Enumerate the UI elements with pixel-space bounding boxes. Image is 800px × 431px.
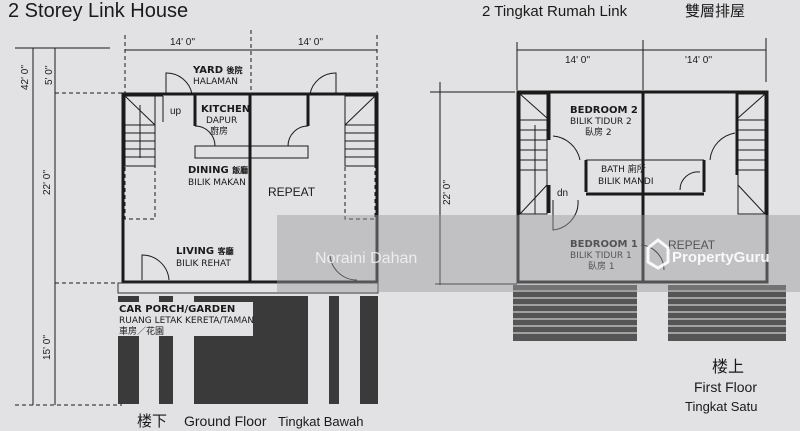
dim-gf-yard-depth: 5' 0'' (44, 65, 55, 85)
room-living-my: BILIK REHAT (176, 259, 231, 269)
room-porch-my: RUANG LETAK KERETA/TAMAN (119, 316, 254, 326)
first-floor-label-zh: 楼上 (712, 358, 744, 376)
room-living: LIVING 客廳 (176, 246, 234, 257)
room-yard: YARD 後院 (192, 65, 243, 76)
dim-gf-width-left: 14' 0'' (170, 37, 195, 48)
stair-dn-label: dn (557, 188, 568, 199)
room-yard-my: HALAMAN (193, 77, 238, 87)
room-kitchen-my: DAPUR (206, 116, 237, 126)
room-bedroom2-my: BILIK TIDUR 2 (570, 117, 632, 127)
room-kitchen-zh: 廚房 (210, 125, 228, 137)
first-floor-plan: 14' 0'' '14' 0'' 22' 0'' (430, 38, 786, 414)
room-kitchen: KITCHEN (201, 104, 250, 115)
room-bath-my: BILIK MANDI (598, 177, 654, 187)
dim-gf-porch-depth: 15' 0'' (42, 335, 53, 360)
balcony-roof-hatch (513, 285, 786, 342)
room-bedroom1: BEDROOM 1 (570, 239, 638, 250)
title-my: 2 Tingkat Rumah Link (482, 3, 628, 20)
dim-ff-width-right: '14' 0'' (685, 55, 712, 66)
dim-gf-width-right: 14' 0'' (298, 37, 323, 48)
dim-ff-depth: 22' 0'' (442, 180, 453, 205)
title-zh: 雙層排屋 (685, 3, 745, 20)
room-bath: BATH 廁所 (601, 163, 646, 175)
room-repeat-ff: REPEAT (668, 238, 716, 252)
first-floor-label-my: Tingkat Satu (685, 399, 758, 414)
stair-icon (519, 93, 766, 215)
room-repeat: REPEAT (268, 185, 316, 199)
stair-icon (124, 95, 376, 220)
title-en: 2 Storey Link House (8, 0, 188, 22)
room-bedroom2: BEDROOM 2 (570, 105, 638, 116)
ground-floor-plan: 14' 0'' 14' 0'' 42' 0'' 5' 0'' 22' 0'' 1… (15, 30, 379, 430)
room-porch: CAR PORCH/GARDEN (119, 304, 235, 315)
watermark-agent: Noraini Dahan (315, 250, 417, 267)
room-bedroom1-my: BILIK TIDUR 1 (570, 251, 632, 261)
watermark: Noraini Dahan PropertyGuru (277, 215, 800, 292)
first-floor-label-en: First Floor (694, 379, 757, 395)
dim-ff-width-left: 14' 0'' (565, 55, 590, 66)
stair-up-label: up (170, 106, 182, 117)
car-porch-garden (117, 282, 379, 404)
watermark-brand: PropertyGuru (672, 249, 770, 266)
propertyguru-logo-icon (646, 238, 670, 270)
dim-gf-house-depth: 22' 0'' (42, 170, 53, 195)
room-bedroom2-zh: 臥房 2 (585, 126, 612, 138)
room-dining-my: BILIK MAKAN (188, 178, 246, 188)
room-bedroom1-zh: 臥房 1 (588, 260, 615, 272)
room-dining: DINING 飯廳 (188, 165, 248, 176)
ground-floor-label-zh: 楼下 (137, 413, 167, 430)
ground-floor-label-en: Ground Floor (184, 413, 267, 429)
room-porch-zh: 車房／花園 (119, 325, 164, 337)
dim-gf-total-depth: 42' 0'' (20, 65, 31, 90)
ground-floor-label-my: Tingkat Bawah (278, 414, 364, 429)
